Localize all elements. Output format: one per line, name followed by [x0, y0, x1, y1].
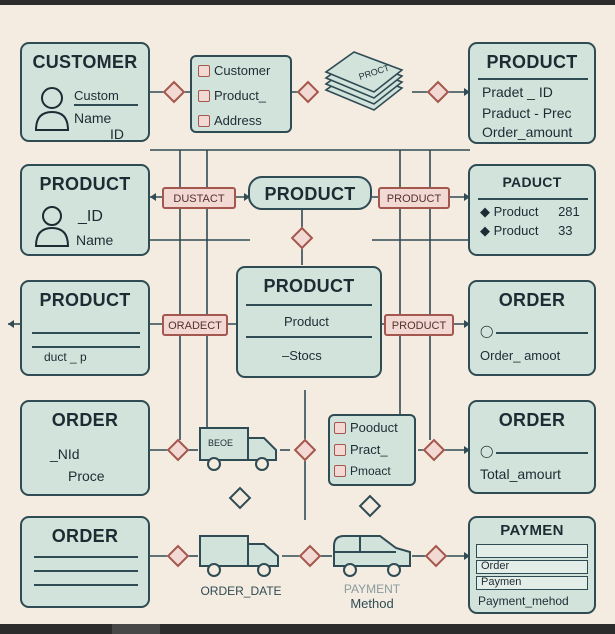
order-entity-left-4[interactable]: ORDER _NId Proce: [20, 400, 150, 496]
bullet-square-icon: [334, 465, 346, 477]
divider: [34, 556, 138, 558]
order-attr-amount: Order_ amoot: [480, 348, 561, 363]
divider: [32, 332, 140, 334]
product-entity-top-right[interactable]: PRODUCT Pradet _ ID Praduct - Prec Order…: [468, 42, 596, 144]
delivery-truck-icon: [199, 535, 279, 577]
entity-title: PRODUCT: [39, 290, 131, 310]
payment-row: Order: [476, 560, 588, 574]
divider: [246, 304, 372, 306]
entity-title: PRODUCT: [263, 276, 355, 296]
attribute-item: Customer: [198, 63, 270, 78]
divider: [496, 332, 588, 334]
product-attr-product: Product: [284, 314, 329, 329]
truck-label: BEOE: [208, 438, 233, 448]
attribute-list-mid: Pooduct Pract_ Pmoact: [328, 414, 416, 486]
van-icon: [333, 535, 411, 577]
divider: [478, 78, 588, 80]
product-attr-1: Pradet _ ID: [482, 84, 553, 100]
paduct-row-2: ◆ Product 33: [480, 223, 573, 238]
payment-row: [476, 544, 588, 558]
divider: [32, 346, 140, 348]
bullet-square-icon: [198, 89, 210, 102]
order-attr-total: Total_amourt: [480, 466, 561, 482]
attribute-item: Pooduct: [334, 420, 398, 435]
entity-title: CUSTOMER: [32, 52, 138, 72]
entity-title: PRODUCT: [486, 52, 578, 72]
entity-title: PRODUCT: [39, 174, 131, 194]
entity-title: ORDER: [51, 526, 119, 546]
customer-attr-1: Custom: [74, 88, 119, 103]
attribute-item: Address: [198, 113, 262, 128]
product-entity-main[interactable]: PRODUCT Product –Stocs: [236, 266, 382, 378]
relationship-label-oradect[interactable]: ORADECT: [162, 314, 228, 336]
divider: [478, 198, 588, 200]
divider: [34, 584, 138, 586]
attribute-list-top: Customer Product_ Address: [190, 55, 292, 133]
method-caption: Method: [350, 596, 394, 611]
diamond-bullet-icon: ◆: [480, 223, 490, 238]
payment-attr-method: Payment_mehod: [478, 594, 569, 608]
payment-entity[interactable]: PAYMEN Order Paymen Payment_mehod: [468, 516, 596, 614]
product-attr-2: Praduct - Prec: [482, 105, 572, 121]
product-entity-left-2[interactable]: PRODUCT _ID Name: [20, 164, 150, 256]
bullet-square-icon: [334, 421, 346, 434]
bullet-square-icon: [198, 114, 210, 127]
order-attr-proce: Proce: [68, 468, 105, 484]
entity-title: ORDER: [498, 410, 566, 430]
payment-row: Paymen: [476, 576, 588, 590]
order-date-caption: ORDER_DATE: [200, 584, 282, 598]
order-entity-right-4[interactable]: ORDER ◯ Total_amourt: [468, 400, 596, 494]
attribute-item: Product_: [198, 88, 266, 103]
order-entity-right-3[interactable]: ORDER ◯ Order_ amoot: [468, 280, 596, 376]
attribute-item: Pmoact: [334, 464, 391, 478]
person-icon: [34, 206, 70, 247]
entity-title: PRODUCT: [264, 184, 356, 204]
product-attr-name: Name: [76, 232, 114, 248]
relationship-label-product-3[interactable]: PRODUCT: [384, 314, 454, 336]
relationship-label-bustact[interactable]: DUSTACT: [162, 187, 236, 209]
taskbar-tab[interactable]: [112, 624, 160, 634]
order-entity-left-5[interactable]: ORDER: [20, 516, 150, 608]
customer-entity[interactable]: CUSTOMER Custom Name ID: [20, 42, 150, 142]
attribute-item: Pract_: [334, 442, 388, 457]
window-bottom-edge: [0, 624, 615, 634]
paduct-row-1: ◆ Product 281: [480, 204, 580, 219]
customer-attr-3: ID: [110, 126, 124, 142]
product-attr-duct: duct _ p: [44, 350, 87, 364]
divider: [496, 452, 588, 454]
entity-title: ORDER: [498, 290, 566, 310]
key-marker-icon: ◯: [480, 324, 494, 338]
document-stack-icon: PROCT: [324, 51, 404, 111]
customer-attr-2: Name: [74, 110, 112, 126]
product-attr-id: _ID: [78, 208, 103, 225]
payment-caption: PAYMENT: [343, 582, 401, 596]
product-entity-center[interactable]: PRODUCT: [248, 176, 372, 210]
person-icon: [34, 87, 70, 131]
product-entity-left-3[interactable]: PRODUCT duct _ p: [20, 280, 150, 376]
divider: [34, 570, 138, 572]
divider: [246, 336, 372, 338]
relationship-label-product[interactable]: PRODUCT: [378, 187, 450, 209]
paduct-entity[interactable]: PADUCT ◆ Product 281 ◆ Product 33: [468, 164, 596, 256]
diamond-bullet-icon: ◆: [480, 204, 490, 219]
bullet-square-icon: [198, 64, 210, 77]
divider: [74, 104, 138, 106]
order-attr-nid: _NId: [50, 446, 80, 462]
key-marker-icon: ◯: [480, 444, 494, 458]
entity-title: PADUCT: [502, 174, 562, 190]
window-top-edge: [0, 0, 615, 5]
truck-icon: BEOE: [199, 427, 277, 471]
entity-title: PAYMEN: [500, 522, 564, 539]
entity-title: ORDER: [51, 410, 119, 430]
product-attr-3: Order_amount: [482, 124, 573, 140]
bullet-square-icon: [334, 443, 346, 456]
product-attr-stocs: –Stocs: [282, 348, 322, 363]
